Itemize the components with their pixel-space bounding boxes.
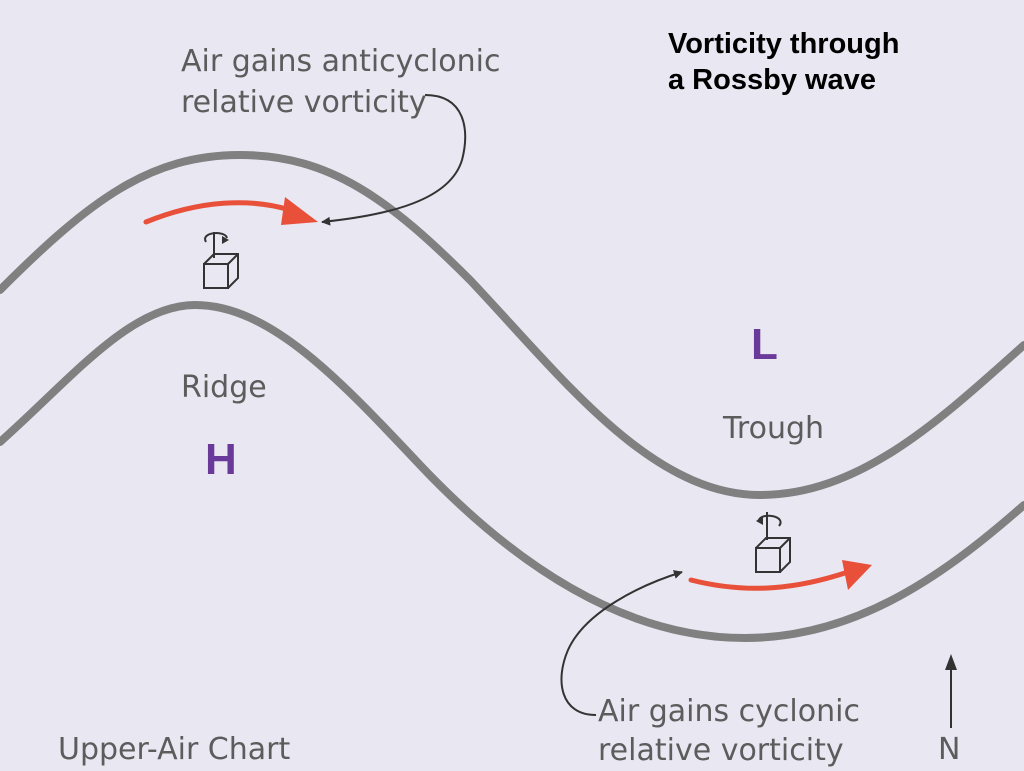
ridge-flow-arrowhead xyxy=(281,197,318,225)
trough-label: Trough xyxy=(723,411,825,446)
anticyclonic-label-line-1: Air gains anticyclonic xyxy=(181,44,501,79)
title-line-1: Vorticity through xyxy=(668,28,900,60)
low-pressure-letter: L xyxy=(751,320,778,369)
cyclonic-spin-cube-icon xyxy=(755,512,791,573)
ridge-flow-arrow xyxy=(143,200,293,225)
cyclonic-label-line-1: Air gains cyclonic xyxy=(598,694,860,729)
diagram-title: Vorticity through a Rossby wave xyxy=(668,26,899,98)
title-line-2: a Rossby wave xyxy=(668,64,876,96)
trough-flow-arrow xyxy=(688,569,851,591)
north-arrow-icon xyxy=(945,654,957,728)
anticyclonic-label-line-2: relative vorticity xyxy=(181,85,427,120)
lower-height-contour xyxy=(0,300,1024,643)
anticyclonic-spin-cube-icon xyxy=(203,232,239,289)
chart-name-label: Upper-Air Chart xyxy=(58,732,291,767)
cyclonic-callout-arrow xyxy=(560,570,683,716)
north-label: N xyxy=(938,732,961,767)
cyclonic-label-line-2: relative vorticity xyxy=(598,733,844,768)
high-pressure-letter: H xyxy=(205,435,237,484)
upper-height-contour xyxy=(0,150,1024,500)
trough-flow-arrowhead xyxy=(842,560,872,590)
anticyclonic-callout-arrow xyxy=(321,94,467,226)
ridge-label: Ridge xyxy=(181,370,267,405)
